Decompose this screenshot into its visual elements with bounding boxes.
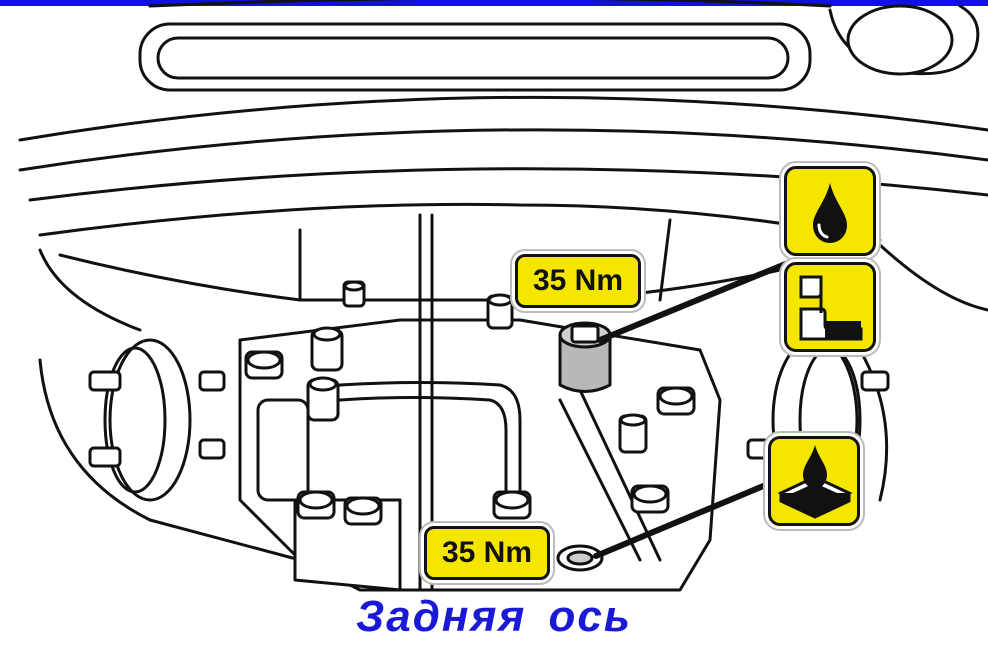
left-flange bbox=[38, 338, 382, 582]
top-border bbox=[0, 0, 988, 6]
oil-level-icon bbox=[784, 262, 876, 352]
leader-lines bbox=[593, 255, 803, 559]
drain-plug bbox=[556, 544, 604, 572]
torque-label-drain-plug: 35 Nm bbox=[424, 526, 550, 580]
oil-drain-icon bbox=[768, 436, 860, 526]
fill-plug bbox=[558, 321, 612, 393]
diagram-caption: Задняя ось bbox=[355, 592, 633, 641]
torque-label-fill-plug: 35 Nm bbox=[515, 254, 641, 308]
oil-fill-icon bbox=[784, 166, 876, 256]
bolts bbox=[244, 280, 696, 526]
